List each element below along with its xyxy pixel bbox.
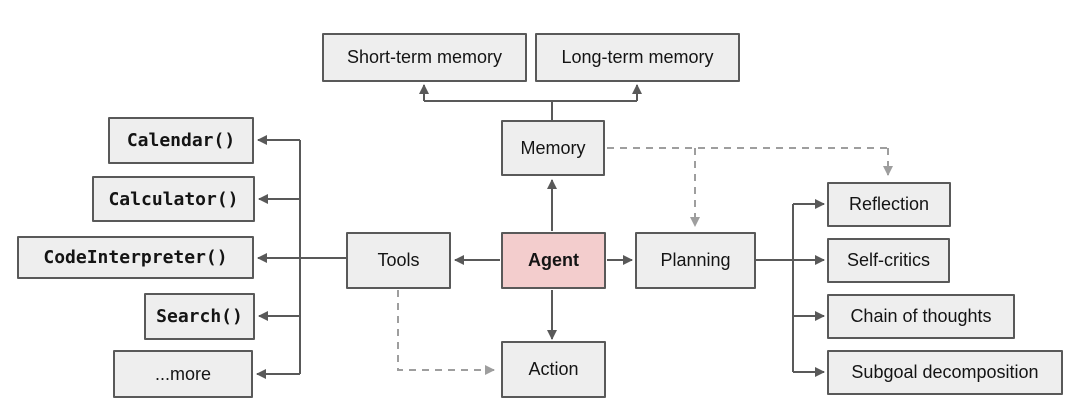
node-action-label: Action [528,359,579,379]
node-calendar-label: Calendar() [126,130,236,151]
node-subgoal-decomposition-label: Subgoal decomposition [851,362,1039,382]
node-more: ...more [113,350,253,398]
node-search-label: Search() [156,306,243,327]
node-short-term-memory: Short-term memory [322,33,527,82]
node-short-term-memory-label: Short-term memory [346,47,503,67]
node-calendar: Calendar() [108,117,254,164]
edge-tools-bus [299,140,346,374]
node-memory-label: Memory [520,137,586,158]
node-chain-of-thoughts-label: Chain of thoughts [850,306,992,326]
node-self-critics-label: Self-critics [846,250,930,270]
node-chain-of-thoughts: Chain of thoughts [827,294,1015,339]
node-long-term-memory: Long-term memory [535,33,740,82]
node-planning: Planning [635,232,756,289]
node-calculator-label: Calculator() [108,188,239,210]
node-reflection: Reflection [827,182,951,227]
node-planning-label: Planning [660,250,731,270]
node-code-interpreter-label: CodeInterpreter() [43,247,228,268]
node-more-label: ...more [154,363,211,384]
node-search: Search() [144,293,255,340]
node-subgoal-decomposition: Subgoal decomposition [827,350,1063,395]
node-long-term-memory-label: Long-term memory [561,47,714,67]
node-reflection-label: Reflection [848,194,930,214]
node-agent: Agent [501,232,606,289]
edge-tools-action-dashed [397,290,495,375]
node-self-critics: Self-critics [827,238,950,283]
node-action: Action [501,341,606,398]
edge-planning-bus [756,204,794,372]
node-calculator: Calculator() [92,176,255,222]
edge-memory-stem [424,100,637,120]
node-code-interpreter: CodeInterpreter() [17,236,254,279]
node-memory: Memory [501,120,605,176]
node-agent-label: Agent [528,250,579,270]
node-tools-label: Tools [377,250,420,270]
node-tools: Tools [346,232,451,289]
